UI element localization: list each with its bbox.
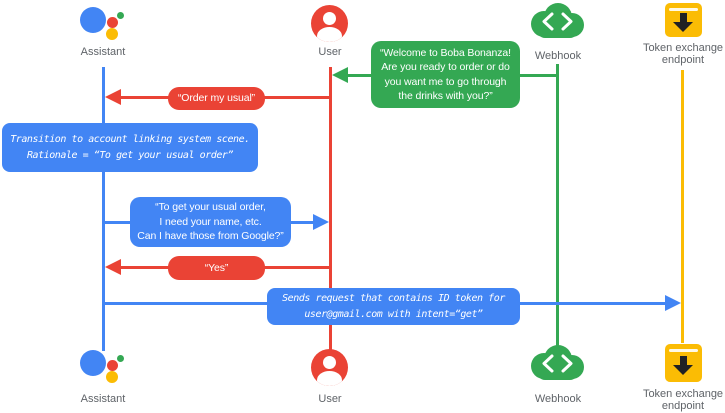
message-line: “To get your usual order, — [155, 201, 266, 214]
assistant-green-dot — [117, 355, 124, 362]
actor-label-token-top: Token exchange endpoint — [633, 42, 725, 66]
token-arrow-stem — [680, 356, 687, 365]
message-line: “Order my usual” — [177, 92, 256, 105]
user-body-shape — [317, 371, 342, 386]
order-usual-arrowhead — [105, 89, 121, 105]
assistant-red-dot — [107, 360, 118, 371]
lifeline-assistant — [102, 67, 105, 351]
actor-label-line: endpoint — [661, 54, 705, 66]
token-slit-shape — [669, 349, 698, 352]
actor-label-token-bottom: Token exchange endpoint — [633, 388, 725, 412]
user-icon — [311, 5, 348, 42]
message-line: the drinks with you?” — [398, 90, 493, 102]
yes-arrowhead — [105, 259, 121, 275]
message-line: Transition to account linking system sce… — [10, 133, 250, 145]
token-arrow-head — [673, 365, 693, 375]
send-request-arrowhead — [665, 295, 681, 311]
actor-label-line: Token exchange — [642, 42, 724, 54]
lifeline-webhook — [556, 64, 559, 347]
token-endpoint-icon-bottom — [665, 344, 702, 382]
actor-label-line: endpoint — [661, 400, 705, 412]
user-head-shape — [323, 12, 336, 25]
lifeline-user — [329, 67, 332, 351]
message-line: user@gmail.com with intent=“get” — [304, 308, 483, 320]
message-line: Are you ready to order or do — [381, 61, 510, 73]
ask-google-arrowhead — [313, 214, 329, 230]
assistant-logo-icon-bottom — [80, 350, 126, 386]
actor-label-webhook-bottom: Webhook — [534, 393, 582, 405]
welcome-arrowhead — [332, 67, 348, 83]
assistant-logo-icon — [80, 7, 126, 43]
user-body-shape — [317, 27, 342, 42]
message-yes: “Yes” — [168, 256, 265, 280]
token-slit-shape — [669, 8, 698, 11]
user-icon-bottom — [311, 349, 348, 386]
message-line: “Yes” — [204, 261, 229, 274]
actor-label-line: Token exchange — [642, 388, 724, 400]
message-order-usual: “Order my usual” — [168, 87, 265, 110]
message-line: Sends request that contains ID token for — [282, 292, 505, 304]
actor-label-assistant-top: Assistant — [80, 46, 126, 58]
webhook-cloud-icon-bottom — [531, 345, 584, 380]
actor-label-user-bottom: User — [318, 393, 342, 405]
actor-label-assistant-bottom: Assistant — [80, 393, 126, 405]
assistant-yellow-dot — [106, 371, 118, 383]
token-endpoint-icon — [665, 3, 702, 37]
message-line: “Welcome to Boba Bonanza! — [380, 46, 511, 59]
message-line: you want me to go through — [384, 75, 507, 88]
assistant-blue-dot — [80, 350, 106, 376]
assistant-red-dot — [107, 17, 118, 28]
message-line: Can I have those from Google?” — [137, 230, 284, 243]
user-head-shape — [323, 356, 336, 369]
token-arrow-stem — [680, 13, 687, 22]
message-ask-google: “To get your usual order, I need your na… — [130, 197, 291, 247]
assistant-blue-dot — [80, 7, 106, 33]
message-line: Rationale = “To get your usual order” — [26, 149, 234, 161]
assistant-yellow-dot — [106, 28, 118, 40]
note-transition: Transition to account linking system sce… — [2, 123, 258, 172]
note-send-request: Sends request that contains ID token for… — [267, 288, 520, 325]
message-welcome: “Welcome to Boba Bonanza! Are you ready … — [371, 41, 520, 108]
assistant-green-dot — [117, 12, 124, 19]
lifeline-token-endpoint — [681, 70, 684, 343]
actor-label-webhook-top: Webhook — [534, 50, 582, 62]
message-line: I need your name, etc. — [159, 215, 262, 228]
token-arrow-head — [673, 22, 693, 32]
webhook-cloud-icon — [531, 3, 584, 38]
actor-label-user-top: User — [318, 46, 342, 58]
